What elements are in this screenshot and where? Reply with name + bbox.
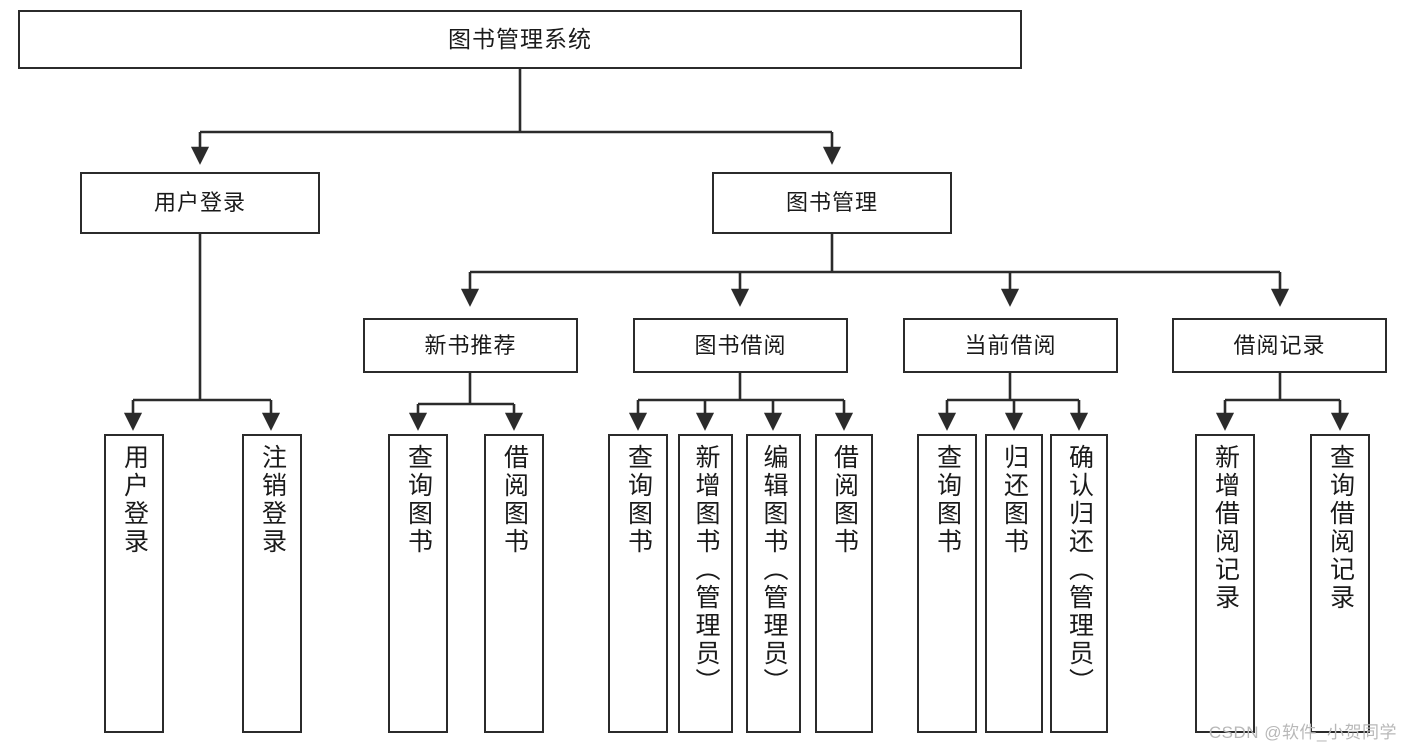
node-label: 用户登录 [120, 444, 149, 556]
node-label: 查询图书 [624, 444, 653, 556]
leaf-add-book-admin[interactable]: 新增图书（管理员） [678, 434, 733, 733]
leaf-logout[interactable]: 注销登录 [242, 434, 302, 733]
leaf-query-book-current[interactable]: 查询图书 [917, 434, 977, 733]
node-label: 查询借阅记录 [1326, 444, 1355, 612]
node-new-book-recommend[interactable]: 新书推荐 [363, 318, 578, 373]
leaf-user-login[interactable]: 用户登录 [104, 434, 164, 733]
node-book-borrow[interactable]: 图书借阅 [633, 318, 848, 373]
node-label: 新增借阅记录 [1211, 444, 1240, 612]
leaf-query-borrow-record[interactable]: 查询借阅记录 [1310, 434, 1370, 733]
node-borrow-records[interactable]: 借阅记录 [1172, 318, 1387, 373]
node-label: 图书管理系统 [448, 25, 592, 52]
leaf-confirm-return-admin[interactable]: 确认归还（管理员） [1050, 434, 1108, 733]
node-label: 编辑图书（管理员） [760, 444, 788, 696]
node-label: 图书管理 [785, 190, 878, 216]
node-label: 注销登录 [258, 444, 287, 556]
leaf-borrow-book-recommend[interactable]: 借阅图书 [484, 434, 544, 733]
node-current-borrow[interactable]: 当前借阅 [903, 318, 1118, 373]
node-label: 归还图书 [1000, 444, 1029, 556]
node-book-management[interactable]: 图书管理 [712, 172, 952, 234]
leaf-query-book-recommend[interactable]: 查询图书 [388, 434, 448, 733]
node-label: 图书借阅 [694, 332, 787, 358]
leaf-borrow-book[interactable]: 借阅图书 [815, 434, 873, 733]
node-label: 新增图书（管理员） [692, 444, 720, 696]
node-label: 当前借阅 [964, 332, 1057, 358]
leaf-edit-book-admin[interactable]: 编辑图书（管理员） [746, 434, 801, 733]
node-label: 借阅记录 [1233, 332, 1326, 358]
node-label: 借阅图书 [830, 444, 859, 556]
node-label: 查询图书 [404, 444, 433, 556]
node-root-system[interactable]: 图书管理系统 [18, 10, 1022, 69]
node-label: 新书推荐 [424, 332, 517, 358]
node-user-login[interactable]: 用户登录 [80, 172, 320, 234]
node-label: 借阅图书 [500, 444, 529, 556]
csdn-watermark: CSDN @软件_小贺同学 [1208, 723, 1397, 742]
leaf-add-borrow-record[interactable]: 新增借阅记录 [1195, 434, 1255, 733]
node-label: 查询图书 [933, 444, 962, 556]
node-label: 用户登录 [153, 190, 246, 216]
leaf-query-book-borrow[interactable]: 查询图书 [608, 434, 668, 733]
node-label: 确认归还（管理员） [1065, 444, 1094, 696]
leaf-return-book[interactable]: 归还图书 [985, 434, 1043, 733]
